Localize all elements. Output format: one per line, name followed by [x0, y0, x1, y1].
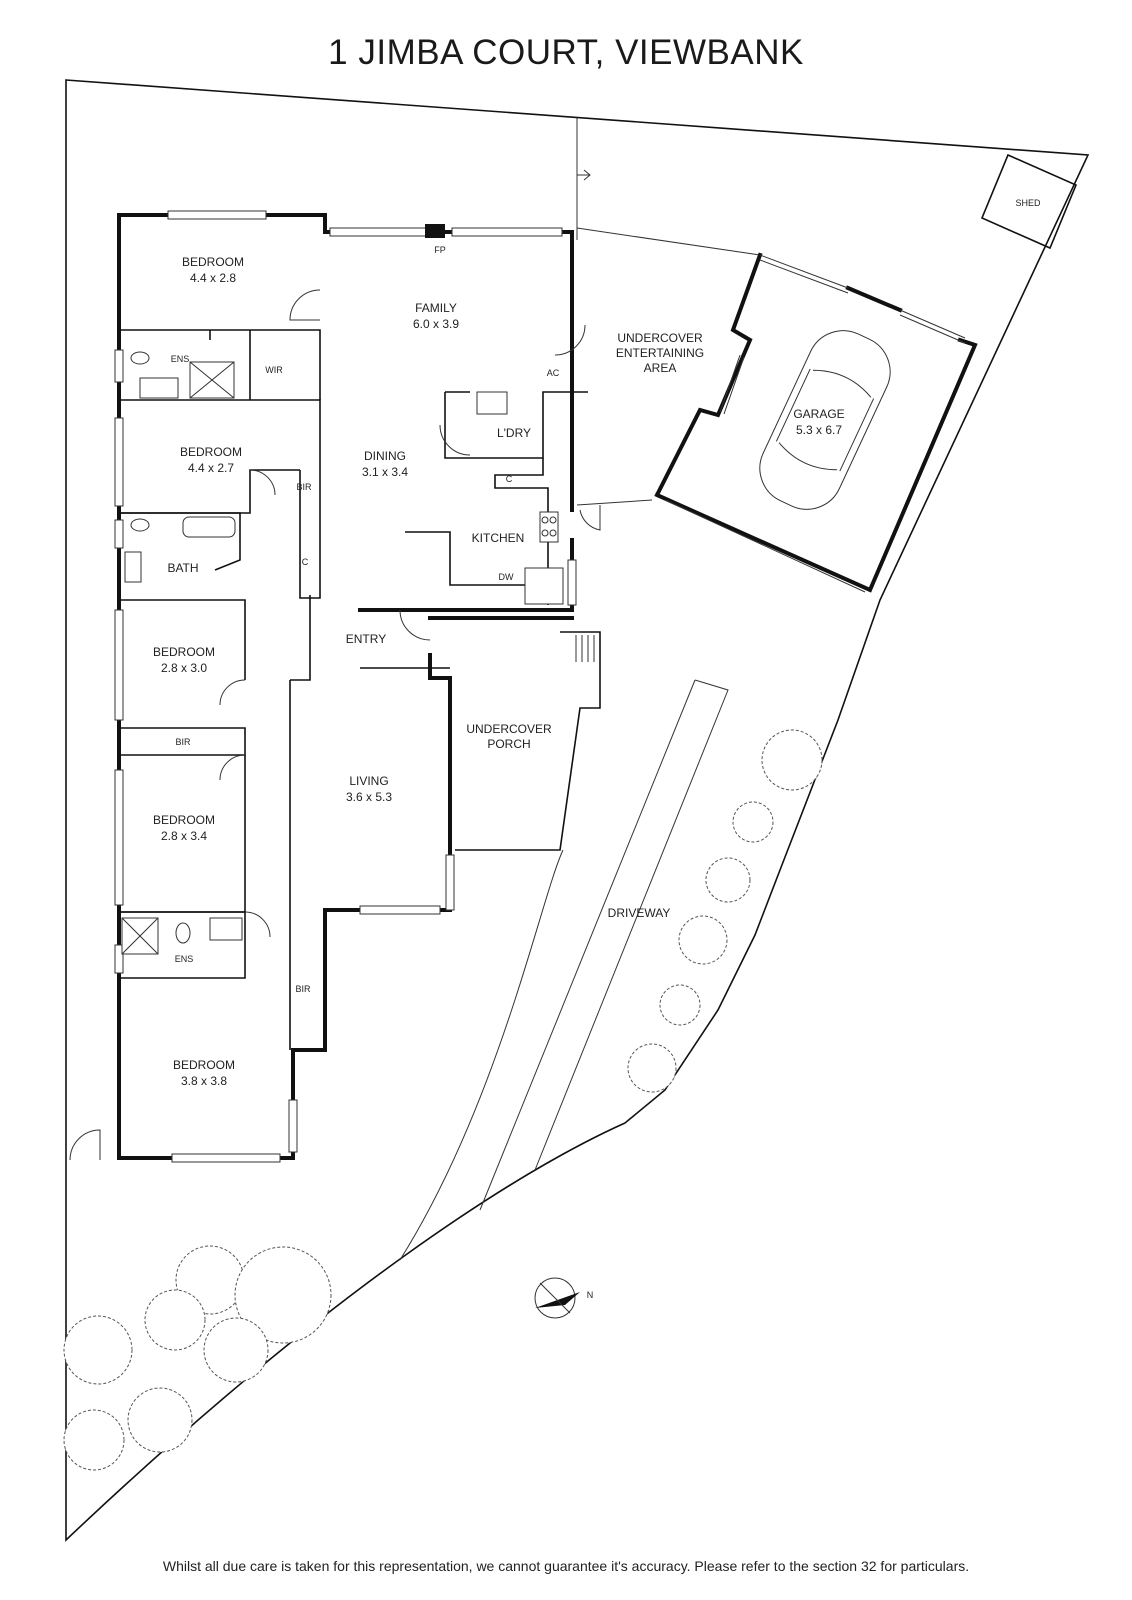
- dw-label: DW: [499, 572, 514, 582]
- dining-size: 3.1 x 3.4: [362, 465, 408, 479]
- garage-door: [664, 499, 866, 593]
- bedroom4-label: BEDROOM: [153, 813, 215, 827]
- bath-label: BATH: [167, 561, 198, 575]
- bedroom2-label: BEDROOM: [180, 445, 242, 459]
- bir1-label: BIR: [296, 482, 312, 492]
- driveway-label: DRIVEWAY: [608, 906, 671, 920]
- fireplace: [425, 224, 445, 238]
- ac-label: AC: [547, 368, 560, 378]
- bedroom3-label: BEDROOM: [153, 645, 215, 659]
- bir3-label: BIR: [295, 984, 311, 994]
- family-label: FAMILY: [415, 301, 457, 315]
- garage-size: 5.3 x 6.7: [796, 423, 842, 437]
- c2-label: C: [302, 557, 309, 567]
- disclaimer: Whilst all due care is taken for this re…: [162, 1558, 970, 1574]
- compass-label: N: [587, 1290, 594, 1300]
- interior-walls: [119, 329, 601, 1050]
- gate-arrow-icon: [577, 169, 591, 181]
- windows: [114, 210, 577, 1163]
- laundry-label: L'DRY: [497, 426, 531, 440]
- bedroom5-size: 3.8 x 3.8: [181, 1074, 227, 1088]
- entertaining-label-1: UNDERCOVER: [617, 331, 703, 345]
- c1-label: C: [506, 474, 513, 484]
- bedroom5-label: BEDROOM: [173, 1058, 235, 1072]
- entertaining-label-2: ENTERTAINING: [616, 346, 704, 360]
- shed-label: SHED: [1015, 198, 1041, 208]
- bedroom1-label: BEDROOM: [182, 255, 244, 269]
- ens1-label: ENS: [171, 354, 190, 364]
- steps: [575, 635, 595, 662]
- door-swings: [69, 289, 601, 1161]
- plan-title: 1 JIMBA COURT, VIEWBANK: [328, 33, 804, 72]
- wir-label: WIR: [265, 365, 283, 375]
- porch-label-2: PORCH: [487, 737, 530, 751]
- garage-label: GARAGE: [793, 407, 844, 421]
- fp-label: FP: [434, 245, 446, 255]
- bedroom1-size: 4.4 x 2.8: [190, 271, 236, 285]
- bedroom3-size: 2.8 x 3.0: [161, 661, 207, 675]
- entertaining-area-outline: [576, 227, 761, 256]
- porch-label-1: UNDERCOVER: [466, 722, 552, 736]
- bedroom2-size: 4.4 x 2.7: [188, 461, 234, 475]
- driveway-lines: [399, 679, 729, 1261]
- property-boundary: [65, 79, 1090, 1542]
- trees: [63, 729, 823, 1471]
- garage-side-door: [719, 354, 745, 415]
- garage-walls-2: [845, 285, 903, 313]
- bedroom4-size: 2.8 x 3.4: [161, 829, 207, 843]
- living-size: 3.6 x 5.3: [346, 790, 392, 804]
- fixtures: [121, 224, 595, 955]
- family-size: 6.0 x 3.9: [413, 317, 459, 331]
- garage-walls: [654, 252, 978, 593]
- dining-label: DINING: [364, 449, 406, 463]
- entertaining-area-outline-2: [576, 499, 653, 506]
- toilet-ens1: [130, 351, 150, 365]
- compass-icon: [534, 1277, 580, 1319]
- bir2-label: BIR: [175, 737, 191, 747]
- garage-window-top: [759, 254, 966, 344]
- ens2-label: ENS: [175, 954, 194, 964]
- shed: [980, 153, 1078, 250]
- living-label: LIVING: [349, 774, 388, 788]
- entertaining-label-3: AREA: [644, 361, 677, 375]
- kitchen-label: KITCHEN: [472, 531, 525, 545]
- car-icon: [759, 330, 891, 510]
- entry-label: ENTRY: [346, 632, 386, 646]
